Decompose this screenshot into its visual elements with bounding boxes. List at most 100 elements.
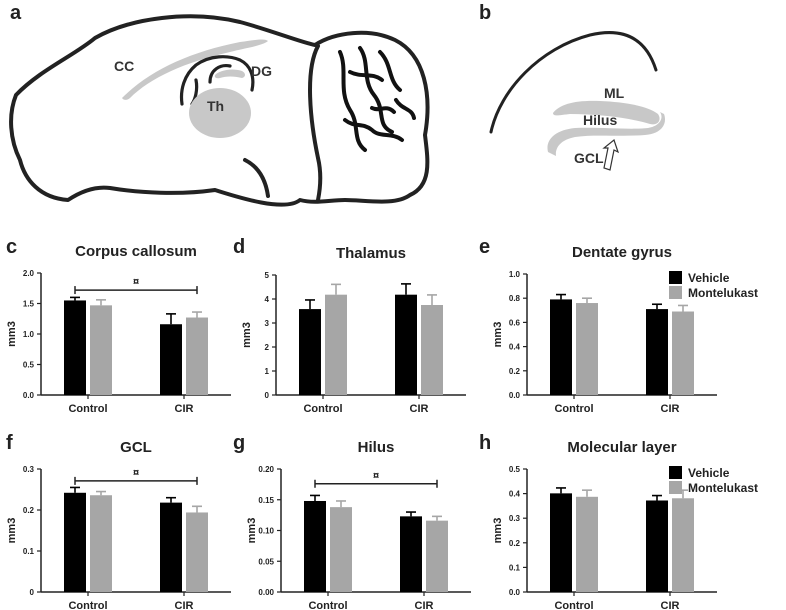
chart-g-bar-montelukast bbox=[426, 520, 448, 592]
chart-c-title: Corpus callosum bbox=[75, 243, 197, 260]
chart-g-ylabel: mm3 bbox=[246, 518, 258, 544]
chart-e-xtick-label: Control bbox=[554, 403, 593, 415]
chart-h-ytick-label: 0.1 bbox=[509, 563, 521, 572]
chart-f-bar-montelukast bbox=[186, 512, 208, 592]
chart-e-ytick-label: 0.6 bbox=[509, 318, 521, 327]
chart-c-ytick-label: 0.5 bbox=[23, 361, 35, 370]
chart-h-bar-montelukast bbox=[576, 496, 598, 592]
panel-label-c: c bbox=[6, 236, 18, 258]
label-cc: CC bbox=[114, 58, 135, 74]
chart-c-ylabel: mm3 bbox=[6, 321, 18, 347]
label-dg: DG bbox=[251, 63, 272, 79]
chart-f-bar-montelukast bbox=[90, 495, 112, 592]
legend-swatch-montelukast bbox=[669, 286, 682, 299]
chart-d-xtick-label: Control bbox=[303, 403, 342, 415]
chart-f-bar-vehicle bbox=[160, 502, 182, 592]
chart-e-bar-montelukast bbox=[672, 311, 694, 395]
chart-d-ylabel: mm3 bbox=[241, 322, 253, 348]
chart-c-bar-montelukast bbox=[90, 305, 112, 395]
chart-f-ylabel: mm3 bbox=[6, 518, 18, 544]
chart-e-ytick-label: 1.0 bbox=[509, 270, 521, 279]
chart-d-ytick-label: 5 bbox=[265, 271, 270, 280]
chart-h-bar-montelukast bbox=[672, 498, 694, 592]
panel-label-g: g bbox=[233, 432, 246, 454]
legend-label-vehicle: Vehicle bbox=[688, 270, 730, 285]
chart-g-title: Hilus bbox=[358, 439, 395, 456]
chart-e-bar-vehicle bbox=[550, 299, 572, 395]
chart-h-ytick-label: 0.4 bbox=[509, 490, 521, 499]
chart-h-title: Molecular layer bbox=[567, 439, 676, 456]
chart-h-ytick-label: 0.5 bbox=[509, 465, 521, 474]
chart-g-bar-vehicle bbox=[304, 500, 326, 592]
legend-swatch-montelukast bbox=[669, 481, 682, 494]
chart-c-bar-vehicle bbox=[64, 300, 86, 395]
chart-g-ytick-label: 0.00 bbox=[258, 588, 274, 597]
chart-g-ytick-label: 0.20 bbox=[258, 465, 274, 474]
chart-g-bar-montelukast bbox=[330, 507, 352, 592]
panel-label-b: b bbox=[479, 2, 492, 24]
chart-f-bar-vehicle bbox=[64, 492, 86, 592]
chart-e-bar-vehicle bbox=[646, 309, 668, 395]
chart-f-ytick-label: 0 bbox=[30, 588, 35, 597]
chart-h-xtick-label: Control bbox=[554, 600, 593, 610]
chart-c-ytick-label: 1.5 bbox=[23, 300, 35, 309]
chart-h-ylabel: mm3 bbox=[492, 518, 504, 544]
label-hilus: Hilus bbox=[583, 112, 618, 128]
chart-d-ytick-label: 3 bbox=[265, 319, 270, 328]
chart-h-bar-vehicle bbox=[550, 493, 572, 592]
chart-g-ytick-label: 0.05 bbox=[258, 557, 274, 566]
chart-h-ytick-label: 0.2 bbox=[509, 539, 521, 548]
legend-top: Vehicle Montelukast bbox=[669, 270, 758, 300]
chart-d-ytick-label: 0 bbox=[265, 391, 270, 400]
chart-f-title: GCL bbox=[120, 439, 152, 456]
chart-f-ytick-label: 0.1 bbox=[23, 547, 35, 556]
legend-label-vehicle: Vehicle bbox=[688, 465, 730, 480]
chart-d-bar-vehicle bbox=[395, 294, 417, 395]
chart-h-xtick-label: CIR bbox=[661, 600, 680, 610]
chart-e-xtick-label: CIR bbox=[661, 403, 680, 415]
chart-c-xtick-label: CIR bbox=[175, 403, 194, 415]
chart-e-ylabel: mm3 bbox=[492, 322, 504, 348]
chart-f-ytick-label: 0.3 bbox=[23, 465, 35, 474]
chart-f-significance-symbol: ¤ bbox=[133, 467, 139, 479]
chart-d-bar-montelukast bbox=[325, 294, 347, 395]
panel-label-a: a bbox=[10, 2, 22, 24]
chart-d-title: Thalamus bbox=[336, 245, 406, 262]
legend-label-montelukast: Montelukast bbox=[688, 285, 759, 300]
chart-d-ytick-label: 2 bbox=[265, 343, 270, 352]
chart-d-ytick-label: 4 bbox=[265, 295, 270, 304]
chart-f-xtick-label: Control bbox=[68, 600, 107, 610]
chart-e-ytick-label: 0.2 bbox=[509, 367, 521, 376]
chart-e-bar-montelukast bbox=[576, 303, 598, 395]
chart-h-bar-vehicle bbox=[646, 500, 668, 592]
chart-c-significance-symbol: ¤ bbox=[133, 276, 139, 288]
panel-label-h: h bbox=[479, 432, 492, 454]
chart-f-xtick-label: CIR bbox=[175, 600, 194, 610]
chart-e-ytick-label: 0.4 bbox=[509, 343, 521, 352]
legend-label-montelukast: Montelukast bbox=[688, 480, 759, 495]
chart-c-bar-vehicle bbox=[160, 324, 182, 395]
chart-e-ytick-label: 0.0 bbox=[509, 391, 521, 400]
panel-label-e: e bbox=[479, 236, 491, 258]
chart-c-bar-montelukast bbox=[186, 317, 208, 395]
legend-bottom: Vehicle Montelukast bbox=[669, 465, 758, 495]
chart-g-significance-symbol: ¤ bbox=[373, 470, 379, 482]
panel-label-d: d bbox=[233, 236, 246, 258]
chart-d-bar-montelukast bbox=[421, 305, 443, 395]
chart-c-xtick-label: Control bbox=[68, 403, 107, 415]
chart-d-xtick-label: CIR bbox=[410, 403, 429, 415]
label-gcl: GCL bbox=[574, 150, 604, 166]
chart-c-ytick-label: 1.0 bbox=[23, 330, 35, 339]
legend-swatch-vehicle bbox=[669, 271, 682, 284]
chart-g-bar-vehicle bbox=[400, 516, 422, 592]
chart-h-ytick-label: 0.0 bbox=[509, 588, 521, 597]
chart-c-ytick-label: 0.0 bbox=[23, 391, 35, 400]
chart-c-ytick-label: 2.0 bbox=[23, 269, 35, 278]
chart-e-title: Dentate gyrus bbox=[572, 244, 672, 261]
chart-e-ytick-label: 0.8 bbox=[509, 294, 521, 303]
chart-f-ytick-label: 0.2 bbox=[23, 506, 35, 515]
chart-d-ytick-label: 1 bbox=[265, 367, 270, 376]
label-ml: ML bbox=[604, 85, 625, 101]
chart-g-ytick-label: 0.15 bbox=[258, 496, 274, 505]
chart-g-xtick-label: CIR bbox=[415, 600, 434, 610]
